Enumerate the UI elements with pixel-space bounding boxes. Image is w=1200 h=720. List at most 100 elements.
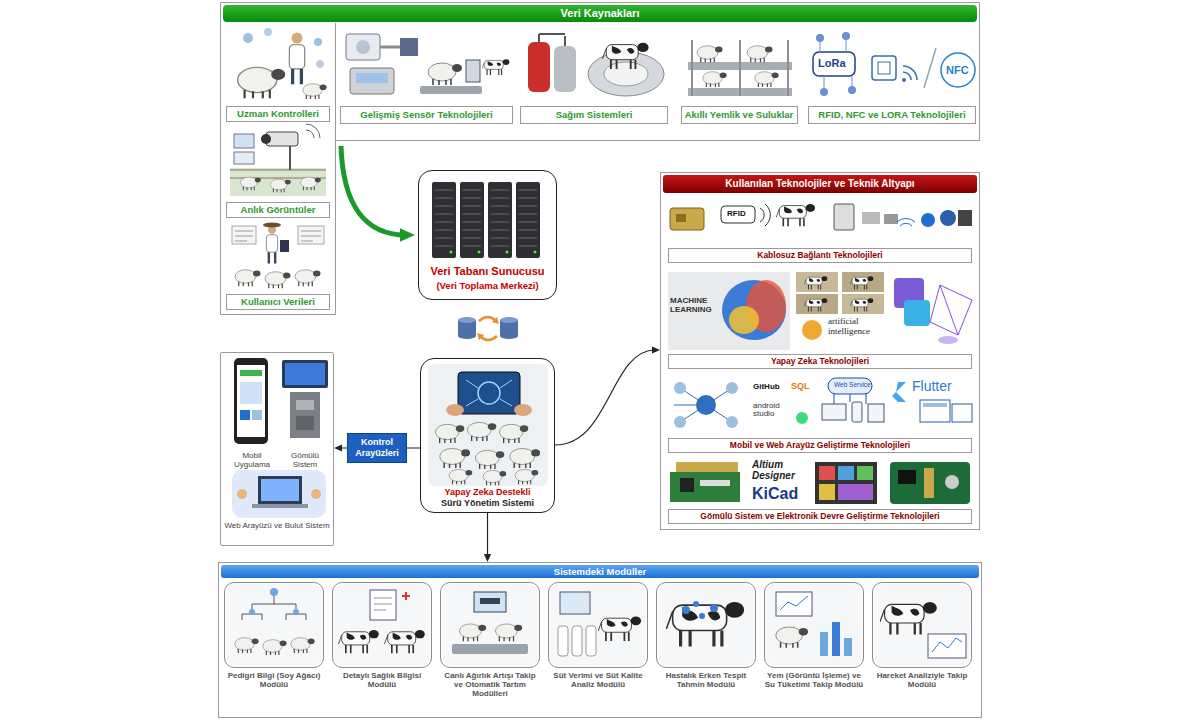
arrow-head [652,346,660,353]
camera-picture [230,168,326,196]
module-pictures [263,640,287,655]
sensor-picture [482,59,509,75]
tech-pictures [822,404,846,420]
camera-picture [306,124,320,138]
module-caption: Pedigri Bilgi (Soy Ağacı) Modülü [224,671,324,689]
image-caption: Web Arayüzü ve Bulut Sistem [224,521,330,530]
module-pictures [693,601,699,607]
label-text: Akıllı Yemlik ve Suluklar [685,109,794,120]
module-caption: Hastalık Erken Tespit Tahmin Modülü [656,671,756,689]
control-pictures [285,363,325,385]
ai-system-picture [467,422,496,441]
module-box: Hareket Analiziyle Takip Modülü [872,582,972,714]
module-pictures [776,592,812,616]
module-pictures [480,598,500,604]
sensor-picture [346,34,509,94]
server-picture [460,182,484,258]
source-label: Akıllı Yemlik ve Suluklar [681,106,798,124]
box-subtitle: (Veri Toplama Merkezi) [422,280,553,291]
module-pictures [402,592,410,600]
box-title: Veri Tabanı Sunucusu [422,265,553,278]
expert-picture [316,60,324,68]
tech-pictures [676,462,738,472]
tech-pictures [670,472,740,502]
control-pictures [261,479,299,501]
image-caption: Gömülü Sistem [279,451,331,469]
ai-system-picture [435,424,464,443]
tech-pictures [850,276,873,289]
module-pictures [270,588,278,596]
tech-pictures [721,206,755,223]
module-pictures [495,624,522,641]
ai-system-picture [514,404,532,416]
tech-pictures [958,210,972,226]
tech-pictures [940,210,956,226]
tech-label: Yapay Zeka Teknolojileri [668,354,972,369]
tech-pictures [838,466,854,480]
logo-slot: GitHub [753,382,780,391]
module-pictures [370,590,396,620]
tech-pictures [804,276,827,289]
sync-icon [500,317,518,323]
source-panel: Veri KaynaklarıUzman KontrolleriGelişmiş… [220,2,980,315]
control-pictures [258,476,302,504]
connector-arrow [484,513,491,562]
tech-pictures [930,285,972,335]
module-caption: Süt Verimi ve Süt Kalite Analiz Modülü [548,671,648,689]
user-data-picture [235,231,253,241]
ai-system-picture [510,448,540,468]
label-text: Uzman Kontrolleri [237,108,319,119]
module-pictures [474,592,506,612]
logo-text: android studio [753,402,793,419]
logo-slot: android studio [753,402,793,419]
user-data-picture [301,231,321,241]
logo-text: LoRa [818,57,846,69]
user-data-picture [263,223,281,228]
module-pictures [550,584,646,666]
logo-text: KiCad [752,485,798,503]
user-data-picture [232,223,324,289]
tech-pictures [668,204,972,504]
source-label: Uzman Kontrolleri [226,106,330,122]
user-data-picture [280,240,289,252]
module-pictures [874,584,970,666]
module-pictures [928,634,966,658]
wireless-picture [941,53,975,87]
ai-system-picture [446,404,464,416]
user-data-picture [298,226,324,244]
ai-system-picture [475,450,504,469]
tech-pictures [796,272,838,292]
module-box: Yem (Görüntü İşleme) ve Su Tüketimi Taki… [764,582,864,714]
camera-picture [261,134,271,144]
control-pictures [296,400,314,410]
module-caption: Hareket Analiziyle Takip Modülü [872,671,972,689]
tech-pictures [862,212,880,224]
expert-picture [238,28,327,99]
tech-pictures [884,214,898,224]
tech-pictures [842,294,884,314]
user-data-picture [265,272,291,289]
tech-pictures [670,208,704,230]
ai-system-picture [483,470,506,485]
control-pictures [252,504,308,508]
connector-arrow [334,444,420,451]
server-picture [432,182,540,258]
tech-pictures [828,378,872,394]
wireless-picture [848,86,856,94]
milking-picture [539,34,565,46]
camera-picture [240,177,260,190]
sensor-picture [466,60,480,82]
tech-pictures [804,298,827,311]
wireless-picture [820,88,828,96]
milking-picture [554,46,576,92]
milking-picture [528,34,664,96]
tech-pictures [700,480,730,486]
server-picture [432,182,456,258]
tech-pictures [924,468,934,498]
panel-outline [220,2,980,315]
arrow-head [400,228,415,242]
logo-text: artificial intelligence [828,317,884,337]
control-pictures [237,365,265,437]
wireless-picture [842,32,850,40]
sensor-picture [350,68,394,94]
